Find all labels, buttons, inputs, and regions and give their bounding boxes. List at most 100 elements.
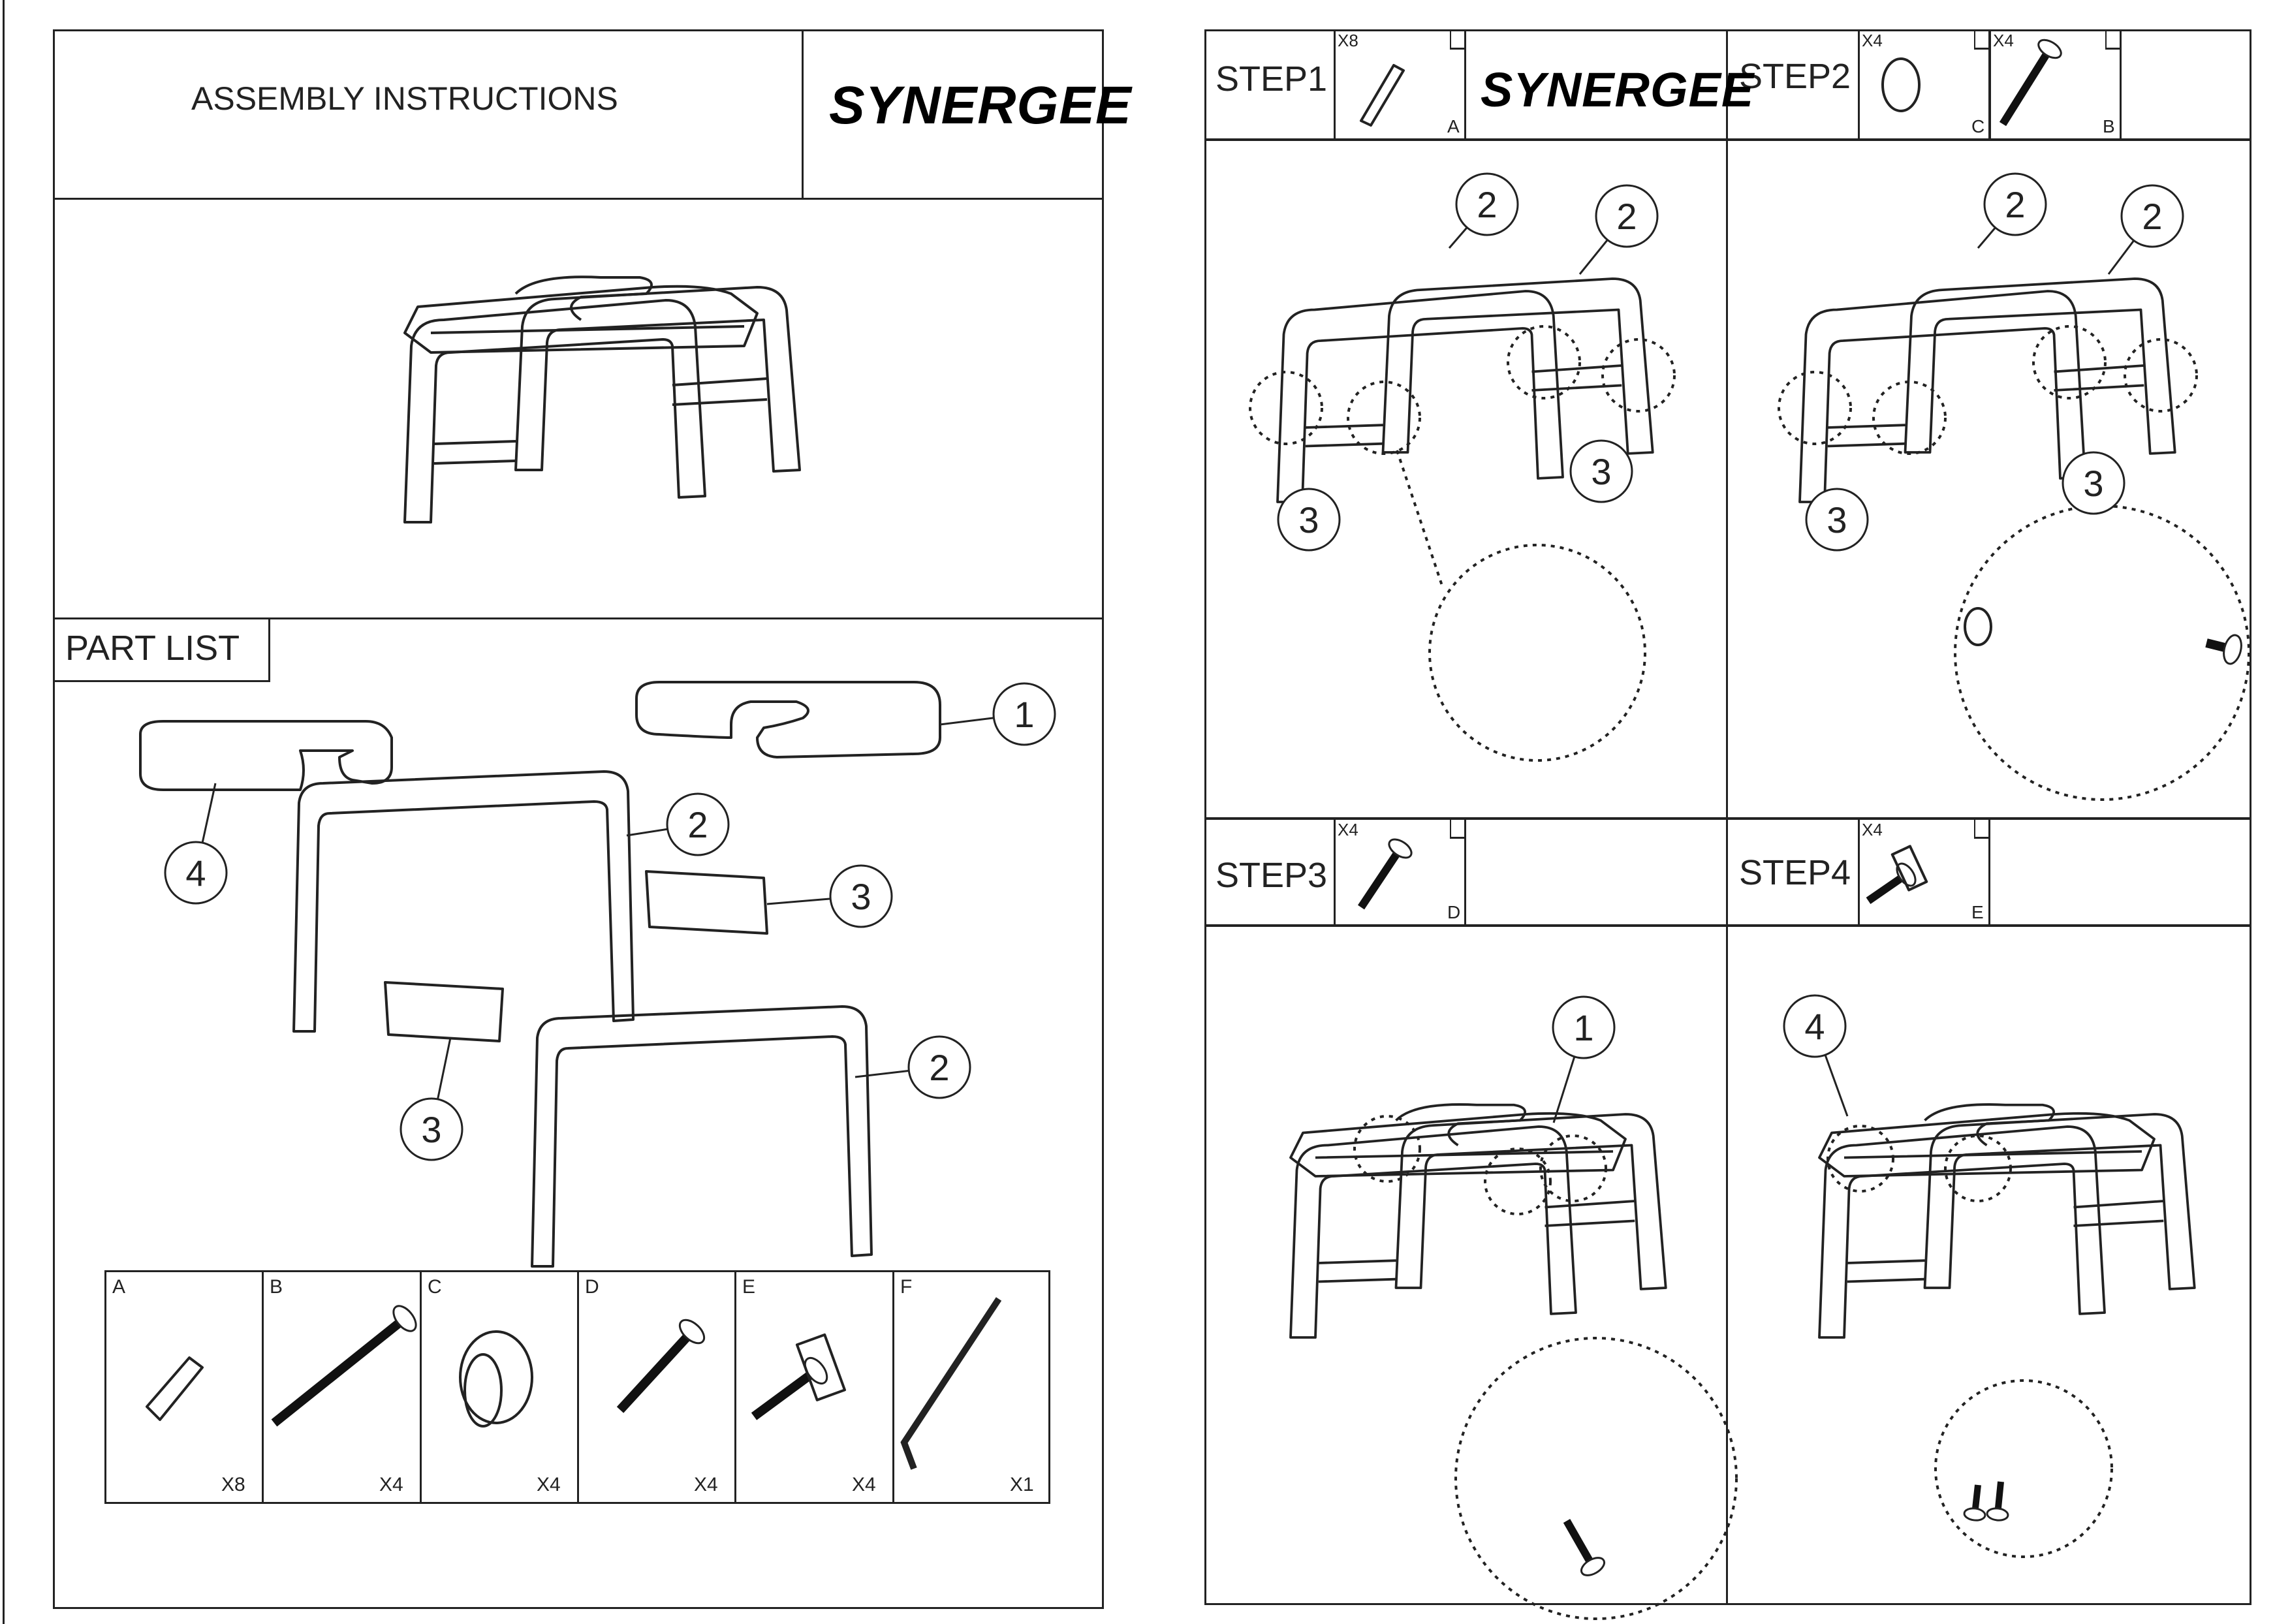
crossbar: [433, 377, 768, 465]
callout-circle: [1983, 172, 2047, 236]
barrel-nut-icon: [459, 1330, 533, 1424]
callout-number: 2: [1616, 196, 1637, 237]
step-label: STEP3: [1216, 856, 1328, 895]
callout-number: 2: [2142, 196, 2162, 237]
bolt-head: [1580, 1557, 1606, 1576]
crossbar: [1305, 364, 1622, 448]
callout-circle: [1805, 488, 1869, 552]
divider: [1204, 138, 2251, 141]
part-letter: C: [428, 1276, 442, 1298]
frame: [1381, 277, 1654, 455]
callout-circle: [1783, 994, 1847, 1058]
callout-number: 4: [1804, 1006, 1825, 1047]
checkbox: [1974, 31, 1990, 50]
part-quantity: X4: [852, 1474, 876, 1495]
callout-number: 3: [851, 876, 871, 917]
callout-number: 1: [1573, 1007, 1593, 1048]
callout-number: 1: [1014, 694, 1034, 735]
divider: [892, 1270, 894, 1504]
callout-number: 3: [1298, 499, 1319, 540]
detail-magnifier: [1601, 338, 1676, 413]
frame: [1904, 277, 2176, 455]
long-bolt-icon: [271, 1315, 408, 1427]
divider: [1988, 819, 1990, 926]
short-bolt-icon: [1563, 1519, 1597, 1569]
dowel-pin-icon: [1360, 64, 1405, 127]
part-letter: C: [1971, 116, 1985, 136]
part-quantity: X4: [537, 1474, 561, 1495]
seat-cutout: [1924, 1103, 2055, 1147]
frame: [514, 286, 801, 473]
checkbox: [1450, 820, 1466, 839]
frame-2-icon: [292, 770, 635, 1033]
checkbox: [1450, 31, 1466, 50]
checkbox: [2105, 31, 2121, 50]
barrel-nut-icon: [1964, 607, 1992, 646]
detail-magnifier: [1954, 505, 2250, 801]
left-page: [53, 29, 1104, 1609]
callout-circle: [1552, 995, 1616, 1059]
divider: [734, 1270, 736, 1504]
detail-magnifier: [1944, 1134, 2012, 1202]
crossbar: [1827, 364, 2144, 448]
part-quantity: X4: [694, 1474, 718, 1495]
part-quantity: X4: [379, 1474, 403, 1495]
crossbar: [1847, 1200, 2164, 1283]
divider: [1334, 819, 1336, 926]
seat-cutout: [514, 275, 653, 321]
step-label: STEP2: [1739, 57, 1851, 96]
frame: [1276, 290, 1564, 503]
part-quantity: X8: [1338, 31, 1358, 50]
part-letter: E: [1971, 902, 1984, 922]
part-list-label-box: [53, 617, 270, 682]
frame: [1818, 1125, 2106, 1339]
part-quantity: X4: [1862, 31, 1883, 50]
divider: [1464, 819, 1466, 926]
divider: [420, 1270, 422, 1504]
frame: [1923, 1113, 2196, 1290]
detail-magnifier: [1484, 1148, 1552, 1215]
seat-cushion: [1289, 1112, 1627, 1178]
stool-icon: [1818, 1103, 2196, 1339]
leader-line: [1396, 450, 1444, 588]
callout-circle: [1595, 184, 1659, 248]
divider: [2120, 29, 2122, 140]
frame: [1798, 290, 2086, 503]
callout-circle: [907, 1035, 971, 1099]
brand-logo: SYNERGEE: [829, 76, 1132, 135]
allen-key-icon: [900, 1297, 1002, 1470]
short-bolt-icon: [616, 1328, 696, 1413]
divider: [1464, 29, 1466, 140]
part-quantity: X4: [1862, 820, 1883, 839]
detail-magnifier: [1249, 371, 1323, 445]
bolt-head: [2037, 39, 2062, 59]
divider: [1989, 29, 1991, 140]
detail-magnifier: [1539, 1134, 1607, 1202]
callout-number: 2: [929, 1047, 949, 1088]
divider: [1726, 29, 1728, 1605]
seat-cushion: [403, 285, 759, 354]
callout-circle: [1455, 172, 1519, 236]
seat-half-4-icon: [139, 720, 393, 791]
stool-icon: [1289, 1103, 1667, 1339]
detail-magnifier: [1778, 371, 1852, 445]
callout-circle: [164, 841, 228, 905]
frame-2-icon: [531, 1005, 873, 1268]
divider: [262, 1270, 264, 1504]
detail-magnifier: [2032, 325, 2107, 399]
callout-number: 3: [1827, 499, 1847, 540]
detail-magnifier: [1353, 1115, 1421, 1183]
bolt-head: [1896, 862, 1917, 887]
callout-number: 2: [687, 804, 708, 845]
dowel-pin-icon: [146, 1356, 204, 1421]
page-edge: [3, 0, 5, 1624]
callout-number: 2: [1477, 184, 1497, 225]
frame: [1394, 1113, 1667, 1290]
long-bolt-icon: [1999, 46, 2054, 127]
bolt-head: [1963, 1507, 1986, 1522]
bolt-head: [1986, 1507, 2009, 1522]
part-letter: F: [900, 1276, 913, 1298]
divider: [1204, 924, 2251, 927]
callout-circle: [2120, 184, 2184, 248]
